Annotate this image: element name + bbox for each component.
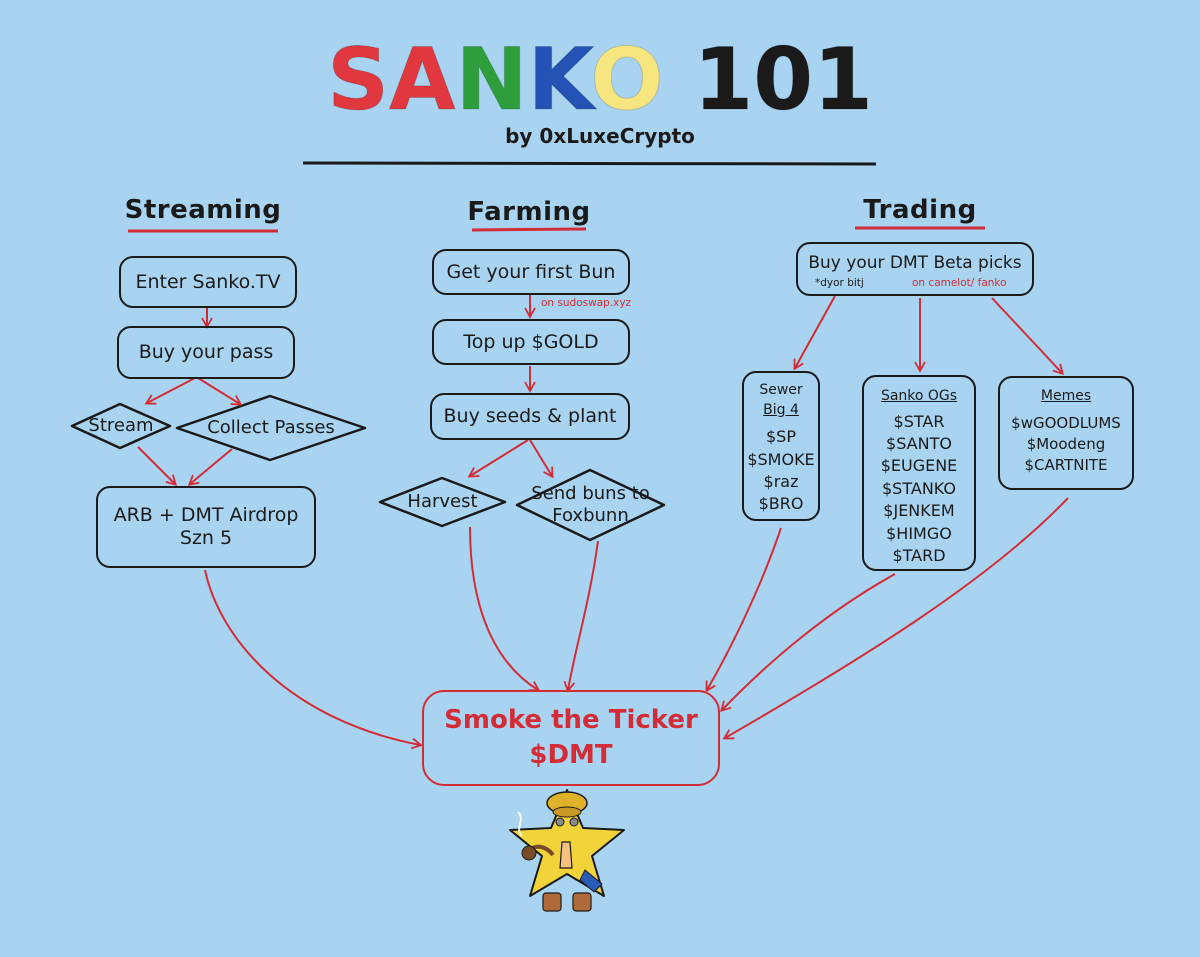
- arrow-seeds-harvest: [467, 439, 529, 478]
- arrow-harvest-final: [469, 526, 541, 692]
- page-title: SANKO 101: [0, 30, 1200, 131]
- top-up-gold-box: Top up $GOLD: [432, 319, 630, 365]
- collect-passes-label: Collect Passes: [207, 416, 335, 438]
- ogs-item: $JENKEM: [883, 501, 955, 521]
- harvest-label: Harvest: [407, 490, 478, 512]
- memes-title: Memes: [1040, 388, 1092, 404]
- arrow-seeds-send: [529, 439, 554, 479]
- mascot-star-icon: [509, 789, 625, 912]
- memes-item: $CARTNITE: [1024, 455, 1108, 474]
- arrow-pass-stream: [144, 377, 196, 405]
- ogs-item: $SANTO: [886, 433, 952, 453]
- arrow-collect-airdrop: [187, 448, 233, 486]
- title-letter-k: K: [527, 30, 591, 131]
- sewer-item: $SP: [766, 427, 796, 447]
- first-bun-box: Get your first Bun: [432, 249, 630, 295]
- airdrop-line1: ARB + DMT Airdrop: [113, 504, 299, 527]
- beta-picks-label: Buy your DMT Beta picks: [808, 253, 1022, 273]
- arrow-pass-collect: [197, 377, 243, 406]
- airdrop-box: ARB + DMT Airdrop Szn 5: [96, 486, 316, 568]
- sudoswap-note: on sudoswap.xyz: [541, 297, 632, 309]
- title-letter-a: A: [389, 30, 457, 131]
- arrow-memes-final: [722, 497, 1069, 740]
- title-letter-o: O: [590, 30, 664, 131]
- sanko-ogs-box: Sanko OGs $STAR $SANTO $EUGENE $STANKO $…: [862, 375, 976, 571]
- streaming-title: Streaming: [124, 195, 282, 225]
- ogs-item: $STAR: [893, 411, 945, 431]
- diamond-stream: [70, 402, 172, 450]
- arrow-sewer-final: [705, 527, 782, 693]
- farming-underline: [471, 227, 587, 232]
- farming-title: Farming: [467, 197, 591, 227]
- memes-item: $wGOODLUMS: [1011, 413, 1121, 432]
- arrow-beta-memes: [991, 297, 1064, 376]
- title-spacer: [663, 30, 693, 130]
- memes-box: Memes $wGOODLUMS $Moodeng $CARTNITE: [998, 376, 1134, 490]
- ogs-item: $STANKO: [882, 478, 956, 498]
- top-up-gold-label: Top up $GOLD: [463, 330, 599, 353]
- sewer-title-2: Big 4: [763, 401, 799, 418]
- beta-picks-box: Buy your DMT Beta picks: [796, 242, 1034, 296]
- send-buns-line1: Send buns to: [531, 482, 650, 504]
- sewer-item: $SMOKE: [747, 449, 815, 469]
- ogs-item: $TARD: [892, 545, 946, 565]
- sanko-ogs-title: Sanko OGs: [880, 388, 958, 404]
- sewer-box: Sewer Big 4 $SP $SMOKE $raz $BRO: [742, 371, 820, 521]
- airdrop-line2: Szn 5: [179, 527, 233, 549]
- trading-title: Trading: [863, 195, 977, 225]
- buy-seeds-box: Buy seeds & plant: [430, 393, 630, 440]
- arrow-stream-airdrop: [137, 446, 178, 487]
- sewer-title-1: Sewer: [759, 382, 803, 398]
- header-underline: [302, 161, 877, 166]
- arrow-airdrop-final: [204, 569, 423, 750]
- smoke-ticker-line1: Smoke the Ticker: [444, 704, 698, 735]
- stream-label: Stream: [88, 414, 154, 436]
- ogs-item: $HIMGO: [886, 523, 952, 543]
- ogs-item: $EUGENE: [880, 456, 958, 476]
- camelot-note: on camelot/ fanko: [912, 277, 1007, 289]
- title-letter-s: S: [327, 30, 390, 131]
- first-bun-label: Get your first Bun: [446, 260, 616, 283]
- send-buns-line2: Foxbunn: [552, 505, 629, 526]
- send-buns-label: Send buns to Foxbunn: [517, 483, 664, 527]
- arrow-send-final: [563, 540, 599, 693]
- smoke-ticker-box: Smoke the Ticker $DMT: [422, 690, 720, 786]
- buy-seeds-label: Buy seeds & plant: [443, 405, 617, 428]
- smoke-ticker-line2: $DMT: [529, 740, 613, 770]
- title-letter-n: N: [455, 30, 528, 131]
- arrow-ogs-final: [720, 573, 896, 713]
- sewer-item: $BRO: [758, 494, 804, 514]
- buy-pass-label: Buy your pass: [138, 341, 274, 364]
- sewer-item: $raz: [763, 471, 799, 491]
- buy-pass-box: Buy your pass: [117, 326, 295, 379]
- diamond-harvest: [378, 476, 507, 528]
- enter-sanko-label: Enter Sanko.TV: [135, 270, 281, 293]
- page-subtitle: by 0xLuxeCrypto: [505, 124, 695, 148]
- diamond-send: [515, 468, 666, 542]
- dyor-note: *dyor bitj: [815, 277, 864, 289]
- arrow-beta-sewer: [793, 295, 836, 371]
- memes-item: $Moodeng: [1026, 434, 1106, 453]
- diamond-collect: [175, 394, 367, 462]
- enter-sanko-box: Enter Sanko.TV: [119, 256, 297, 308]
- title-number: 101: [693, 30, 874, 131]
